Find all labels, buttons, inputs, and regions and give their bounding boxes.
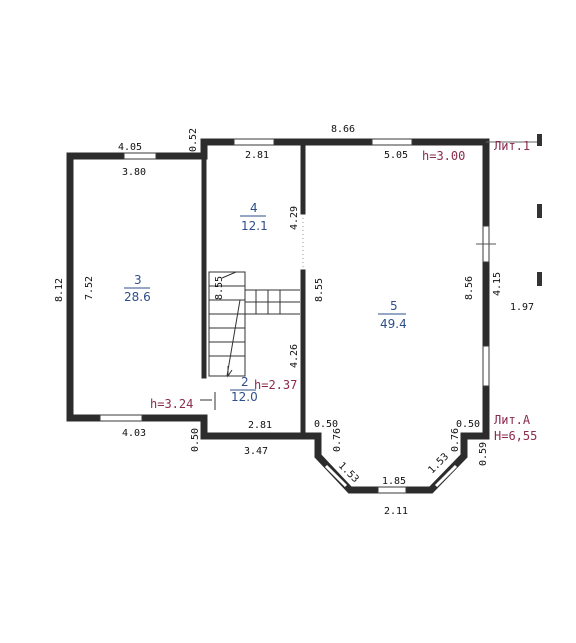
lit1-label: Лит.1 xyxy=(494,139,530,153)
windows xyxy=(99,138,490,494)
dim-2.81-bottom: 2.81 xyxy=(248,420,272,431)
dim-0.50-mid: 0.50 xyxy=(314,419,338,430)
dim-7.52: 7.52 xyxy=(84,276,95,300)
dim-0.59: 0.59 xyxy=(478,442,489,466)
lit1-post-bottom xyxy=(537,272,542,286)
dim-8.66: 8.66 xyxy=(331,124,355,135)
height-labels: h=3.00 Лит.1 h=3.24 h=2.37 Лит.А H=6,55 xyxy=(150,139,537,443)
room-labels: 3 28.6 4 12.1 2 12.0 5 49.4 xyxy=(124,201,407,404)
window-room5-top xyxy=(371,138,413,146)
dim-8.56: 8.56 xyxy=(464,276,475,300)
dim-3.47: 3.47 xyxy=(244,446,268,457)
room-2-area: 12.0 xyxy=(231,390,258,404)
room-4-area: 12.1 xyxy=(241,219,268,233)
dim-0.50-left: 0.50 xyxy=(190,428,201,452)
height-3.00: h=3.00 xyxy=(422,149,465,163)
room-5-area: 49.4 xyxy=(380,317,407,331)
height-total: H=6,55 xyxy=(494,429,537,443)
dim-4.03: 4.03 xyxy=(122,428,146,439)
dim-0.50-right: 0.50 xyxy=(456,419,480,430)
dim-0.52: 0.52 xyxy=(188,128,199,152)
height-3.24: h=3.24 xyxy=(150,397,193,411)
window-bay-right xyxy=(434,464,458,488)
window-bay-left xyxy=(324,464,348,488)
height-2.37: h=2.37 xyxy=(254,378,297,392)
dim-0.76-left: 0.76 xyxy=(332,428,343,452)
dim-0.76-right: 0.76 xyxy=(450,428,461,452)
litA-label: Лит.А xyxy=(494,413,531,427)
dim-1.97: 1.97 xyxy=(510,302,534,313)
dim-1.85: 1.85 xyxy=(382,476,406,487)
dim-3.80: 3.80 xyxy=(122,167,146,178)
wall-bottom-room2 xyxy=(200,414,322,440)
room-4-number: 4 xyxy=(250,201,258,215)
dim-5.05: 5.05 xyxy=(384,150,408,161)
staircase xyxy=(208,271,300,378)
lit1-post-mid xyxy=(537,204,542,218)
dim-8.55-stair: 8.55 xyxy=(214,276,225,300)
dim-4.29: 4.29 xyxy=(289,206,300,230)
dim-8.12: 8.12 xyxy=(54,278,65,302)
window-room5-right-lower xyxy=(482,345,490,387)
room-3-area: 28.6 xyxy=(124,290,151,304)
window-bay-center xyxy=(377,486,407,494)
lit1-post-top xyxy=(537,134,542,146)
dim-2.81-top: 2.81 xyxy=(245,150,269,161)
dim-4.26: 4.26 xyxy=(289,344,300,368)
dim-2.11: 2.11 xyxy=(384,506,408,517)
room-2-number: 2 xyxy=(241,375,249,389)
room-5-number: 5 xyxy=(390,299,398,313)
dim-4.15: 4.15 xyxy=(492,272,503,296)
dim-4.05: 4.05 xyxy=(118,142,142,153)
window-room4-top xyxy=(233,138,275,146)
window-room3-bottom xyxy=(99,414,143,422)
window-room3-top xyxy=(123,152,157,160)
room-3-number: 3 xyxy=(134,273,142,287)
dim-8.55: 8.55 xyxy=(314,278,325,302)
